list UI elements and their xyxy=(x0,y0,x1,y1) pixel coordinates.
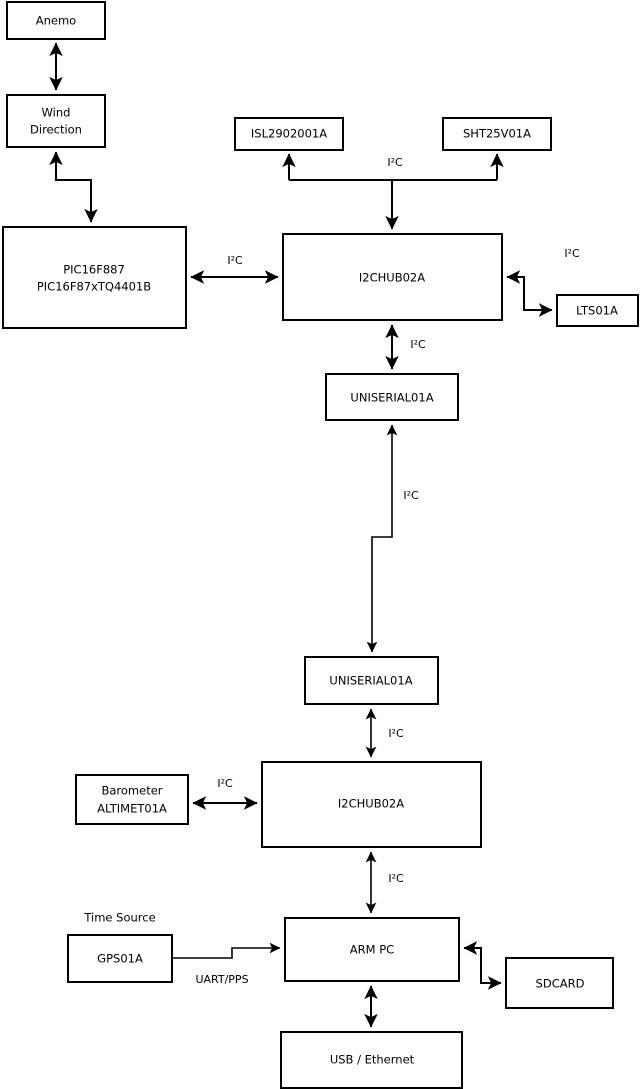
edge-label-gps-armpc: UART/PPS xyxy=(195,973,248,986)
node-i2chub02a-bottom[interactable]: I2CHUB02A xyxy=(261,761,482,848)
node-gps01a[interactable]: GPS01A xyxy=(67,934,173,983)
edge-label-hub-lts: I²C xyxy=(564,247,580,260)
node-pic16f887-label-line1: PIC16F887 xyxy=(63,263,125,277)
edge-hub-lts: I²C xyxy=(506,247,580,317)
node-i2chub02a-top-label: I2CHUB02A xyxy=(359,271,425,285)
edge-hub-bot-armpc: I²C xyxy=(365,851,404,914)
node-barometer-label-line2: ALTIMET01A xyxy=(97,802,167,816)
edge-hub-sensors: I²C xyxy=(282,153,504,230)
edge-hub-uniserial: I²C xyxy=(385,324,426,370)
node-wind-direction-label-line1: Wind xyxy=(42,106,71,120)
edge-label-hub-sensors: I²C xyxy=(387,156,403,169)
node-isl2902001a-label: ISL2902001A xyxy=(251,127,327,141)
node-uniserial01a-top[interactable]: UNISERIAL01A xyxy=(325,373,459,421)
edge-gps-armpc: UART/PPS xyxy=(172,942,281,986)
node-anemo[interactable]: Anemo xyxy=(6,1,106,40)
node-lts01a[interactable]: LTS01A xyxy=(556,294,639,327)
node-sht25v01a-label: SHT25V01A xyxy=(463,127,531,141)
edge-uniserial-hub-bot: I²C xyxy=(365,708,404,758)
node-sdcard-label: SDCARD xyxy=(536,977,585,991)
node-barometer-altimet01a[interactable]: Barometer ALTIMET01A xyxy=(75,774,189,825)
edge-wind-pic xyxy=(49,151,98,223)
node-uniserial01a-bottom-label: UNISERIAL01A xyxy=(329,674,412,688)
node-i2chub02a-bottom-label: I2CHUB02A xyxy=(338,797,404,811)
node-uniserial01a-bottom[interactable]: UNISERIAL01A xyxy=(304,656,439,705)
node-arm-pc-label: ARM PC xyxy=(350,943,394,957)
node-uniserial01a-top-label: UNISERIAL01A xyxy=(350,391,433,405)
edge-label-hub-bot-armpc: I²C xyxy=(388,872,404,885)
node-isl2902001a[interactable]: ISL2902001A xyxy=(234,117,344,151)
edge-label-barometer-hub: I²C xyxy=(217,777,233,790)
node-wind-direction[interactable]: Wind Direction xyxy=(6,94,106,148)
node-wind-direction-label-line2: Direction xyxy=(30,123,82,137)
edge-uniserial-link: I²C xyxy=(366,424,419,653)
edge-barometer-hub: I²C xyxy=(192,777,258,810)
edge-label-pic-hub: I²C xyxy=(227,254,243,267)
node-lts01a-label: LTS01A xyxy=(576,304,618,318)
node-gps01a-label: GPS01A xyxy=(97,952,143,966)
node-sht25v01a[interactable]: SHT25V01A xyxy=(442,117,552,151)
edge-pic-hub: I²C xyxy=(190,254,279,284)
node-usb-ethernet[interactable]: USB / Ethernet xyxy=(280,1031,463,1089)
edge-label-uniserial-link: I²C xyxy=(403,489,419,502)
node-pic16f887[interactable]: PIC16F887 PIC16F87xTQ4401B xyxy=(2,226,187,329)
node-arm-pc[interactable]: ARM PC xyxy=(284,917,460,982)
edge-label-uniserial-hub-bot: I²C xyxy=(388,727,404,740)
node-barometer-label-line1: Barometer xyxy=(101,784,162,798)
node-pic16f887-label-line2: PIC16F87xTQ4401B xyxy=(37,280,151,294)
edge-armpc-sdcard xyxy=(463,941,502,990)
node-sdcard[interactable]: SDCARD xyxy=(505,957,614,1009)
node-i2chub02a-top[interactable]: I2CHUB02A xyxy=(282,233,503,321)
node-usb-ethernet-label: USB / Ethernet xyxy=(330,1053,415,1067)
node-anemo-label: Anemo xyxy=(36,14,76,28)
label-time-source: Time Source xyxy=(83,911,155,925)
edge-label-hub-uniserial: I²C xyxy=(410,338,426,351)
